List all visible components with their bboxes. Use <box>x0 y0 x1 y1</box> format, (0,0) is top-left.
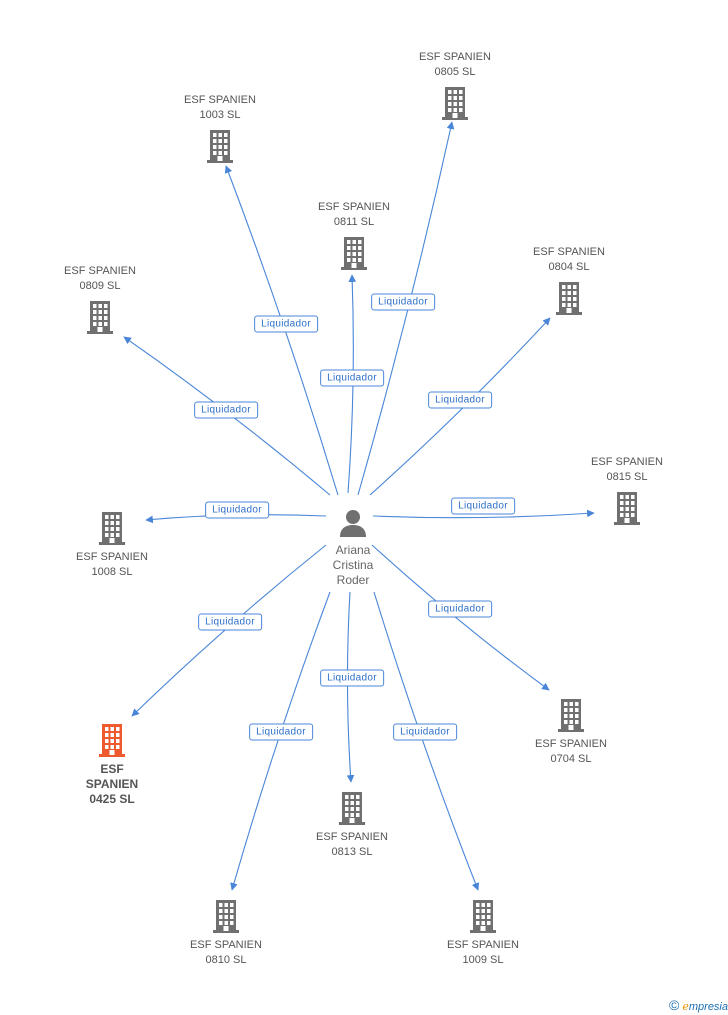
building-icon <box>470 900 496 933</box>
relation-label-c1003[interactable]: Liquidador <box>254 315 318 333</box>
company-name-line: 0805 SL <box>434 66 476 78</box>
company-label-c0815[interactable]: ESF SPANIEN 0815 SL <box>567 455 687 485</box>
company-node-c0810[interactable] <box>166 899 286 933</box>
person-name: Ariana Cristina Roder <box>332 543 374 587</box>
company-name: ESF SPANIEN 0704 SL <box>511 737 631 767</box>
company-label-c0805[interactable]: ESF SPANIEN 0805 SL <box>395 50 515 80</box>
relation-label-c1008[interactable]: Liquidador <box>205 501 269 519</box>
brand-initial: e <box>682 1000 689 1013</box>
building-icon <box>213 900 239 933</box>
relation-label-c0805[interactable]: Liquidador <box>371 293 435 311</box>
relation-label-c0704[interactable]: Liquidador <box>428 600 492 618</box>
building-icon <box>87 301 113 334</box>
building-icon <box>99 512 125 545</box>
company-node-c1008[interactable] <box>52 511 172 545</box>
company-name-line: 0704 SL <box>550 753 592 765</box>
company-name-line: ESF SPANIEN <box>447 939 519 951</box>
company-label-c1009[interactable]: ESF SPANIEN 1009 SL <box>423 938 543 968</box>
building-icon <box>442 87 468 120</box>
company-label-c0809[interactable]: ESF SPANIEN 0809 SL <box>40 264 160 294</box>
relation-label-c0815[interactable]: Liquidador <box>451 497 515 515</box>
company-name: ESF SPANIEN 0815 SL <box>567 455 687 485</box>
company-label-c1008[interactable]: ESF SPANIEN 1008 SL <box>52 550 172 580</box>
company-name-line: 1009 SL <box>462 954 504 966</box>
person-icon <box>340 510 366 537</box>
company-label-c0804[interactable]: ESF SPANIEN 0804 SL <box>509 245 629 275</box>
building-icon <box>207 130 233 163</box>
relation-label-c0809[interactable]: Liquidador <box>194 401 258 419</box>
company-name-line: 0425 SL <box>89 792 135 806</box>
company-name: ESF SPANIEN 1003 SL <box>160 93 280 123</box>
company-name-line: 0804 SL <box>548 261 590 273</box>
company-name-line: ESF SPANIEN <box>591 456 663 468</box>
relation-label-c0425[interactable]: Liquidador <box>198 613 262 631</box>
edge-c0815 <box>372 509 595 519</box>
brand-name: mpresia <box>688 1001 728 1013</box>
company-name-line: ESF SPANIEN <box>535 738 607 750</box>
building-icon <box>99 724 125 757</box>
company-name-line: 1003 SL <box>199 109 241 121</box>
company-name-line: 1008 SL <box>91 566 133 578</box>
person-node[interactable]: Ariana Cristina Roder <box>313 508 393 588</box>
company-name-line: 0810 SL <box>205 954 247 966</box>
copyright-notice: ©empresia <box>669 997 728 1013</box>
company-name-line: ESF SPANIEN <box>318 201 390 213</box>
company-node-c0425[interactable] <box>52 723 172 757</box>
company-node-c1003[interactable] <box>160 129 280 163</box>
company-node-c0815[interactable] <box>567 491 687 525</box>
company-name-line: ESF SPANIEN <box>184 94 256 106</box>
company-node-c0813[interactable] <box>292 791 412 825</box>
building-icon <box>341 237 367 270</box>
company-name-line: 0809 SL <box>79 280 121 292</box>
company-name: ESF SPANIEN 0809 SL <box>40 264 160 294</box>
company-name-line: ESF SPANIEN <box>419 51 491 63</box>
company-label-c0704[interactable]: ESF SPANIEN 0704 SL <box>511 737 631 767</box>
company-node-c0704[interactable] <box>511 698 631 732</box>
company-name: ESF SPANIEN 0811 SL <box>294 200 414 230</box>
building-icon <box>556 282 582 315</box>
company-name: ESF SPANIEN 0805 SL <box>395 50 515 80</box>
relation-label-c0811[interactable]: Liquidador <box>320 369 384 387</box>
company-name-line: ESF SPANIEN <box>190 939 262 951</box>
company-name-line: 0813 SL <box>331 846 373 858</box>
building-icon <box>558 699 584 732</box>
relation-label-c0804[interactable]: Liquidador <box>428 391 492 409</box>
relation-label-c1009[interactable]: Liquidador <box>393 723 457 741</box>
company-name-line: SPANIEN <box>85 777 139 791</box>
edge-c1009 <box>373 591 480 891</box>
company-name: ESF SPANIEN 0804 SL <box>509 245 629 275</box>
company-name: ESF SPANIEN 1008 SL <box>52 550 172 580</box>
company-label-c0810[interactable]: ESF SPANIEN 0810 SL <box>166 938 286 968</box>
company-name: ESF SPANIEN 0813 SL <box>292 830 412 860</box>
company-node-c0805[interactable] <box>395 86 515 120</box>
company-node-c1009[interactable] <box>423 899 543 933</box>
building-icon <box>614 492 640 525</box>
company-node-c0804[interactable] <box>509 281 629 315</box>
company-name-line: ESF SPANIEN <box>533 246 605 258</box>
company-name-line: ESF SPANIEN <box>76 551 148 563</box>
company-label-c0813[interactable]: ESF SPANIEN 0813 SL <box>292 830 412 860</box>
relation-label-c0810[interactable]: Liquidador <box>249 723 313 741</box>
edge-c0813 <box>346 591 355 783</box>
company-label-c0811[interactable]: ESF SPANIEN 0811 SL <box>294 200 414 230</box>
company-name-line: ESF SPANIEN <box>316 831 388 843</box>
company-name: ESF SPANIEN 1009 SL <box>423 938 543 968</box>
company-node-c0811[interactable] <box>294 236 414 270</box>
company-name-line: ESF <box>100 762 124 776</box>
company-name-line: ESF SPANIEN <box>64 265 136 277</box>
copyright-symbol: © <box>669 997 680 1013</box>
company-label-c1003[interactable]: ESF SPANIEN 1003 SL <box>160 93 280 123</box>
edge-c0704 <box>371 544 550 691</box>
company-name-line: 0815 SL <box>606 471 648 483</box>
company-name: ESF SPANIEN 0810 SL <box>166 938 286 968</box>
edge-c0804 <box>369 317 551 496</box>
building-icon <box>339 792 365 825</box>
company-node-c0809[interactable] <box>40 300 160 334</box>
relation-label-c0813[interactable]: Liquidador <box>320 669 384 687</box>
company-name-line: 0811 SL <box>333 216 375 228</box>
